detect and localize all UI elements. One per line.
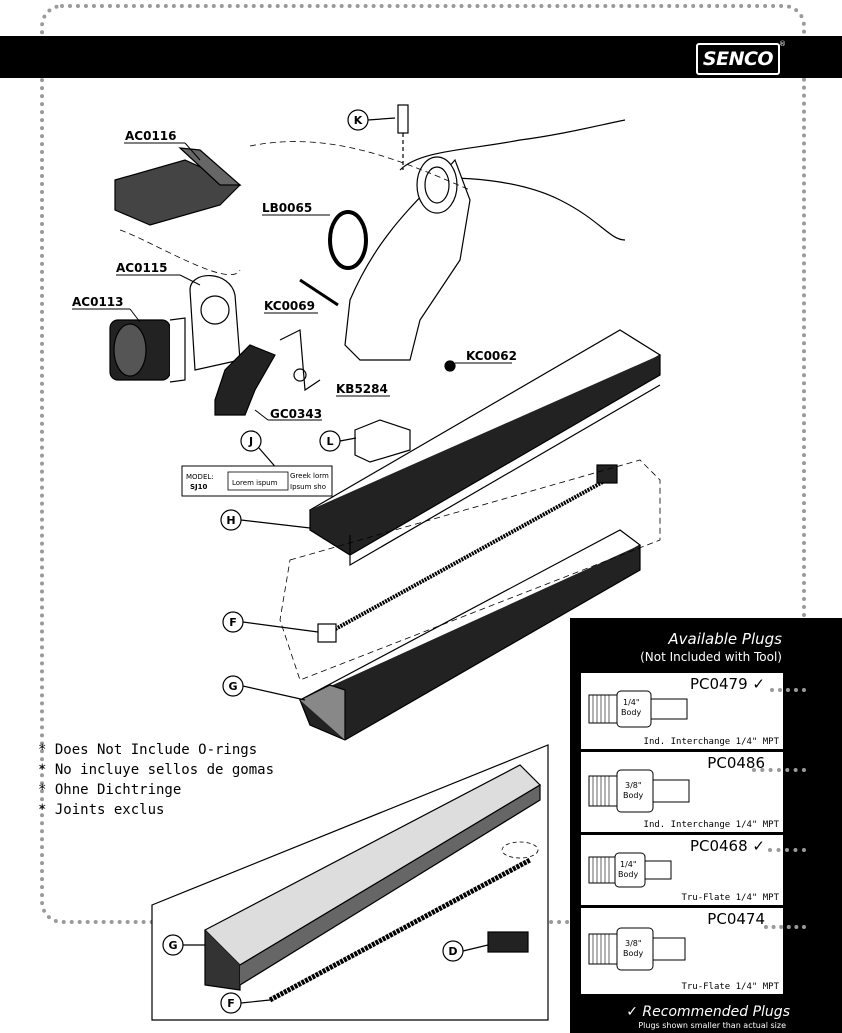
recommended-label: ✓ Recommended Plugs: [626, 1004, 790, 1020]
plug-code: PC0486: [707, 754, 765, 772]
plugs-size-note: Plugs shown smaller than actual size: [638, 1021, 786, 1030]
model-label-plate: MODEL: SJ10 Lorem ispum Greek lorm Ipsum…: [181, 465, 333, 497]
callout-f-inset: F: [227, 997, 235, 1010]
plug-drawing: 1/4" Body: [588, 852, 672, 888]
svg-text:1/4": 1/4": [620, 860, 637, 869]
registered-mark: ®: [779, 40, 786, 48]
callout-g: G: [228, 680, 237, 693]
label-lb0065: LB0065: [262, 201, 312, 215]
note-de: * Ohne Dichtringe: [38, 782, 182, 798]
label-gc0343: GC0343: [270, 407, 322, 421]
greek-text-1: Greek lorm: [290, 472, 329, 480]
greek-text-2: Ipsum sho: [290, 483, 326, 491]
plug-desc: Tru-Flate 1/4" MPT: [681, 893, 779, 903]
plug-code: PC0479 ✓: [689, 675, 765, 693]
svg-text:1/4": 1/4": [623, 698, 640, 707]
plug-desc: Ind. Interchange 1/4" MPT: [643, 820, 779, 830]
svg-text:Body: Body: [623, 949, 643, 958]
label-ac0116: AC0116: [125, 129, 177, 143]
plug-code: PC0474: [707, 910, 765, 928]
callout-d: D: [448, 945, 457, 958]
plug-card-pc0479: PC0479 ✓ 1/4" Body Ind. Interchange 1/4"…: [580, 672, 784, 750]
notes-list: * Does Not Include O-rings * No incluye …: [38, 740, 274, 820]
callout-k: K: [354, 114, 363, 127]
available-plugs-panel: Available Plugs (Not Included with Tool)…: [570, 618, 842, 1033]
plug-code: PC0468 ✓: [689, 837, 765, 855]
dotted-connector: [768, 848, 806, 852]
callout-j: J: [248, 435, 253, 448]
plug-drawing: 3/8" Body: [588, 769, 690, 813]
callout-h: H: [226, 514, 235, 527]
label-ac0115: AC0115: [116, 261, 168, 275]
svg-text:3/8": 3/8": [625, 939, 642, 948]
plug-card-pc0474: PC0474 3/8" Body Tru-Flate 1/4" MPT: [580, 907, 784, 995]
note-es: * No incluye sellos de gomas: [38, 762, 275, 778]
senco-logo: SENCO: [696, 43, 780, 75]
note-fr: * Joints exclus: [38, 802, 165, 818]
lorem-text: Lorem ispum: [232, 479, 278, 487]
plug-drawing: 1/4" Body: [588, 690, 688, 728]
label-kc0069: KC0069: [264, 299, 315, 313]
plug-drawing: 3/8" Body: [588, 927, 686, 971]
callout-f: F: [229, 616, 237, 629]
dotted-connector: [764, 925, 806, 929]
plugs-title: Available Plugs: [668, 630, 782, 648]
callout-l: L: [326, 435, 333, 448]
plugs-subtitle: (Not Included with Tool): [640, 650, 782, 664]
dotted-connector: [752, 768, 806, 772]
svg-text:3/8": 3/8": [625, 781, 642, 790]
model-value: SJ10: [190, 483, 208, 491]
model-label: MODEL:: [186, 473, 214, 481]
svg-text:Body: Body: [621, 708, 641, 717]
plug-desc: Tru-Flate 1/4" MPT: [681, 982, 779, 992]
label-ac0113: AC0113: [72, 295, 124, 309]
svg-text:Body: Body: [623, 791, 643, 800]
plug-card-pc0486: PC0486 3/8" Body Ind. Interchange 1/4" M…: [580, 751, 784, 833]
note-en: * Does Not Include O-rings: [38, 742, 258, 758]
label-kc0062: KC0062: [466, 349, 517, 363]
plug-card-pc0468: PC0468 ✓ 1/4" Body Tru-Flate 1/4" MPT: [580, 834, 784, 906]
dotted-connector: [770, 688, 806, 692]
callout-g-inset: G: [168, 939, 177, 952]
label-kb5284: KB5284: [336, 382, 388, 396]
svg-text:Body: Body: [618, 870, 638, 879]
plug-desc: Ind. Interchange 1/4" MPT: [643, 737, 779, 747]
